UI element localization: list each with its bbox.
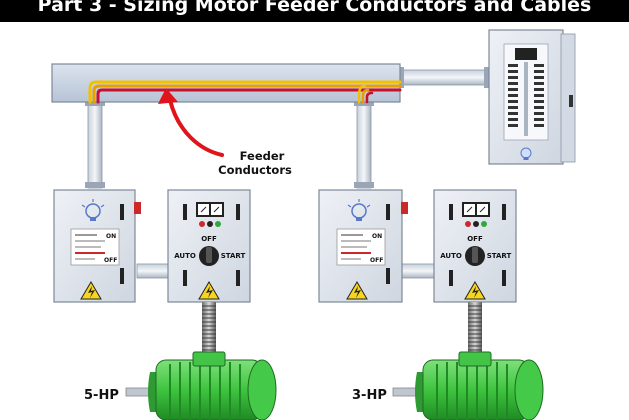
disconnect-on-label: ON [372,233,382,240]
motor-2-label: 3-HP [352,388,387,403]
panelboard [488,29,576,165]
high-voltage-icon [346,281,368,300]
callout-label-line2: Conductors [218,163,292,177]
starter-auto-label: AUTO [440,252,462,260]
light-bulb-icon [347,199,371,221]
flexible-conduit-1 [202,302,216,360]
starter-start-label: START [221,252,246,260]
high-voltage-icon [198,281,220,300]
starter-auto-label: AUTO [174,252,196,260]
starter-start-label: START [487,252,512,260]
disconnect-on-label: ON [106,233,116,240]
motor-2 [392,351,544,420]
light-bulb-icon [81,199,105,221]
breaker-rows [508,64,544,127]
starter-off-label: OFF [467,235,483,243]
high-voltage-icon [80,281,102,300]
disconnect-switch-1: ON OFF [53,189,141,303]
motor-1 [125,351,277,420]
starter-off-label: OFF [201,235,217,243]
page-title: Part 3 - Sizing Motor Feeder Conductors … [37,0,592,16]
feeder-conductors [88,80,402,104]
panel-light-icon [520,147,532,160]
disconnect-off-label: OFF [370,257,383,264]
disconnect-switch-2: ON OFF [318,189,408,303]
motor-starter-2: OFF AUTO START [433,189,517,303]
motor-1-label: 5-HP [84,388,119,403]
high-voltage-icon [464,281,486,300]
disconnect-off-label: OFF [104,257,117,264]
motor-starter-1: OFF AUTO START [167,189,251,303]
title-bar: Part 3 - Sizing Motor Feeder Conductors … [0,0,629,22]
callout-arrow [158,88,224,157]
flexible-conduit-2 [468,302,482,360]
callout-label-line1: Feeder [240,149,285,163]
